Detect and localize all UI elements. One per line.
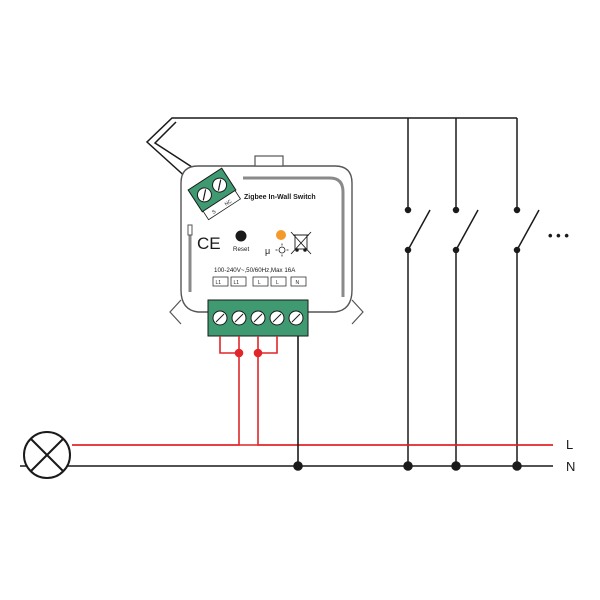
- terminal-label-la: L: [258, 280, 261, 286]
- switch-2: [451, 118, 479, 471]
- terminal-label-n: N: [296, 280, 300, 286]
- live-rail-label: L: [566, 437, 573, 452]
- terminal-label-l1b: L1: [234, 280, 240, 286]
- device-title: Zigbee In-Wall Switch: [244, 194, 316, 201]
- more-switches-ellipsis: • • •: [548, 228, 569, 243]
- switch-3: [512, 118, 540, 471]
- sun-icon: [275, 243, 289, 257]
- neutral-wire: [293, 336, 303, 471]
- ce-mark: CE: [197, 234, 221, 253]
- terminal-label-lb: L: [276, 280, 279, 286]
- reset-button: [235, 230, 247, 242]
- input-wires-l: [253, 336, 553, 446]
- output-wires-l1: [72, 336, 244, 446]
- terminal-label-nc: NC: [224, 198, 234, 207]
- lamp-symbol: [23, 431, 71, 479]
- neutral-rail-label: N: [566, 459, 575, 474]
- rating-label: 100-240V~,50/60Hz,Max 16A: [214, 267, 296, 274]
- weee-bin-icon: [290, 231, 312, 255]
- bottom-terminal-block: [207, 299, 309, 337]
- status-led: [276, 230, 286, 240]
- mu-mark: μ: [265, 246, 270, 256]
- reset-label: Reset: [233, 246, 249, 253]
- terminal-label-s: S: [211, 209, 218, 216]
- switch-1: [403, 118, 431, 471]
- top-terminal-block: S NC: [187, 167, 242, 221]
- terminal-label-l1a: L1: [216, 280, 222, 286]
- terminal-labels-row: L1 L1 L L N: [212, 276, 307, 287]
